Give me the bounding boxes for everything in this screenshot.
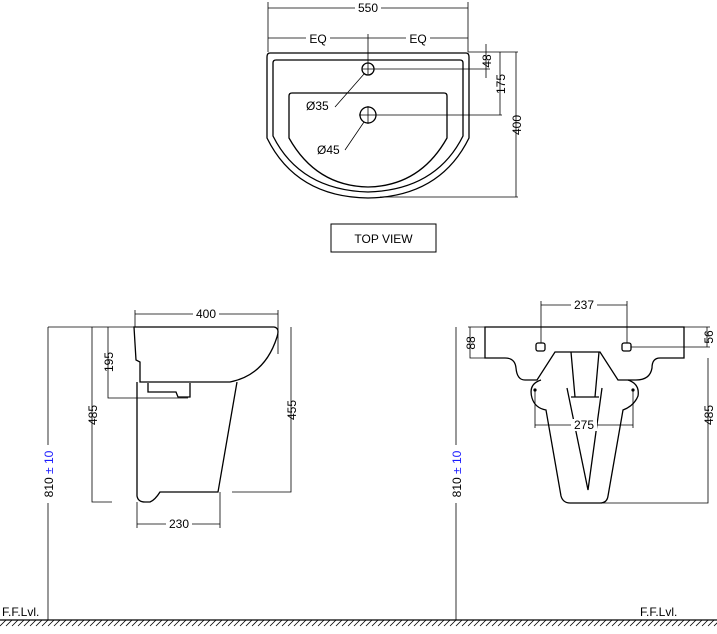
tap-hole-dim: 48 <box>480 54 494 68</box>
pedestal-height-dim: 485 <box>86 405 100 425</box>
bowl-height-dim: 195 <box>102 352 116 372</box>
basin-bowl <box>288 92 448 188</box>
side-pedestal <box>136 381 238 503</box>
floor-label-right: F.F.Lvl. <box>640 605 677 619</box>
rim-height-dim: 810 ± 10 <box>42 450 56 497</box>
side-basin <box>133 326 279 383</box>
width-dim: 550 <box>358 1 378 15</box>
drain-dia: Ø45 <box>317 143 340 157</box>
basin-rim <box>272 59 464 193</box>
fixing-right <box>621 342 632 352</box>
basin-outline <box>266 52 470 199</box>
front-pedestal <box>530 379 639 504</box>
pedestal-depth-dim: 230 <box>169 517 189 531</box>
floor-label-left: F.F.Lvl. <box>2 605 39 619</box>
top-view: 550 EQ EQ 48 175 400 Ø35 Ø45 TOP VIEW <box>266 1 524 253</box>
side-waste <box>147 383 191 398</box>
pedestal-fixing-spacing-dim: 275 <box>574 418 594 432</box>
front-pedestal-height-dim: 485 <box>702 405 716 425</box>
pedestal-front-height-dim: 455 <box>285 400 299 420</box>
top-view-title-box <box>330 223 437 253</box>
eq-left-dim: EQ <box>309 32 326 46</box>
fixing-spacing-dim: 237 <box>574 298 594 312</box>
front-neck <box>570 351 600 398</box>
side-view: 400 195 485 455 230 810 ± 10 <box>42 307 299 620</box>
front-basin <box>484 326 685 381</box>
front-rim-height-dim: 810 ± 10 <box>450 450 464 497</box>
depth-dim: 400 <box>510 115 524 135</box>
side-depth-dim: 400 <box>196 307 216 321</box>
drain-dim: 175 <box>494 74 508 94</box>
fixing-left <box>535 342 546 352</box>
floor-level: F.F.Lvl. F.F.Lvl. <box>0 605 717 627</box>
front-view: 237 275 88 56 485 810 ± 10 <box>450 298 716 620</box>
side-height-dim: 88 <box>464 336 478 350</box>
fixing-height-dim: 56 <box>702 330 716 344</box>
tap-hole-dia: Ø35 <box>306 99 329 113</box>
eq-right-dim: EQ <box>409 32 426 46</box>
top-view-title: TOP VIEW <box>354 232 413 246</box>
